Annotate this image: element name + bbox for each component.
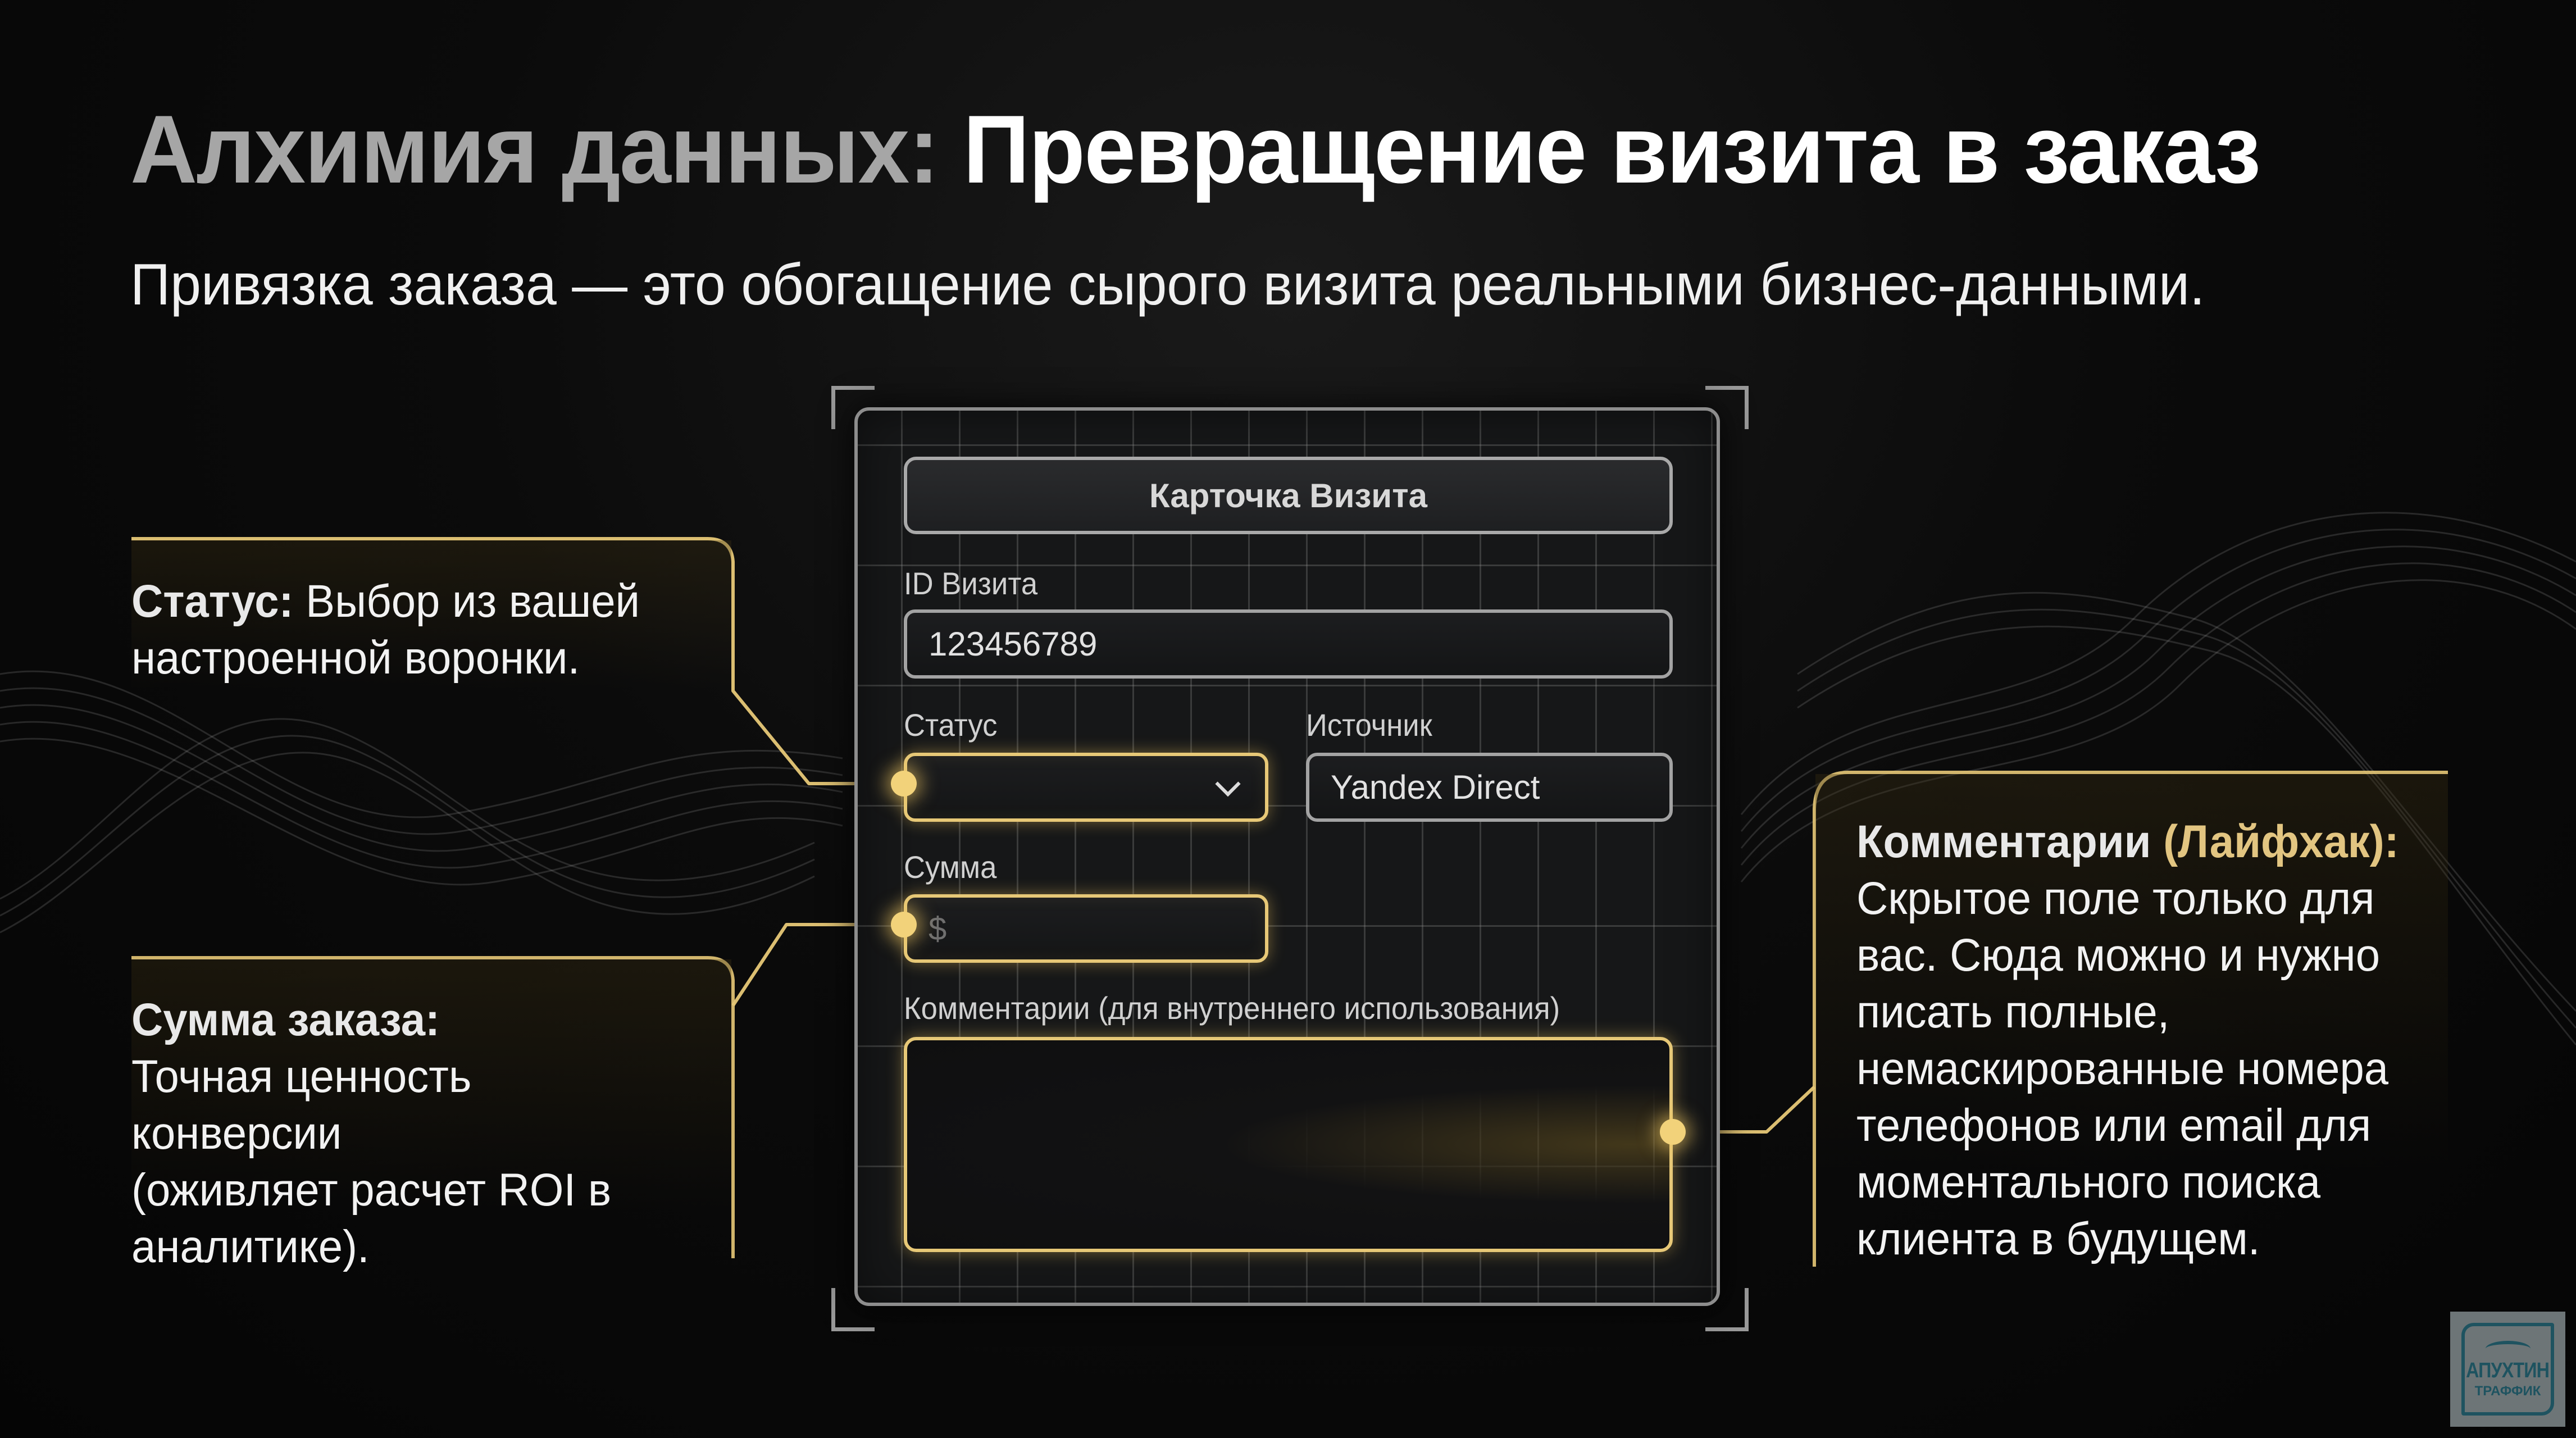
- comments-textarea[interactable]: [904, 1037, 1673, 1252]
- visit-card: Карточка Визита ID Визита 123456789 Стат…: [854, 407, 1720, 1306]
- status-label: Статус: [904, 707, 998, 743]
- comments-label: Комментарии (для внутреннего использован…: [904, 990, 1560, 1026]
- comments-callout-line: Скрытое поле только для: [1856, 873, 2375, 924]
- amount-callout-line: конверсии: [131, 1108, 342, 1159]
- comments-callout-accent: (Лайфхак):: [2163, 816, 2399, 867]
- comments-callout-line: немаскированные номера: [1856, 1043, 2389, 1094]
- status-connector-dot: [891, 771, 917, 797]
- status-callout-heading: Статус:: [131, 576, 294, 627]
- source-value: Yandex Direct: [1331, 768, 1540, 806]
- status-select[interactable]: [904, 753, 1268, 822]
- amount-callout-line: аналитике).: [131, 1221, 370, 1272]
- source-input[interactable]: Yandex Direct: [1306, 753, 1673, 822]
- amount-callout: Сумма заказа: Точная ценность конверсии …: [131, 991, 611, 1275]
- status-callout: Статус: Выбор из вашей настроенной ворон…: [131, 573, 640, 686]
- amount-callout-frame: [131, 959, 731, 1274]
- amount-callout-heading: Сумма заказа:: [131, 994, 440, 1045]
- amount-callout-line: (оживляет расчет ROI в: [131, 1164, 612, 1216]
- corner-bracket-bottom-right: [1705, 1288, 1749, 1331]
- visit-card-title: Карточка Визита: [904, 457, 1673, 534]
- dollar-icon: $: [929, 910, 947, 947]
- comments-callout: Комментарии (Лайфхак): Скрытое поле толь…: [1856, 813, 2399, 1267]
- comments-callout-frame: [1815, 774, 2448, 1268]
- corner-bracket-bottom-left: [831, 1288, 875, 1331]
- corner-bracket-top-right: [1705, 386, 1749, 429]
- comments-connector-dot: [1660, 1119, 1686, 1145]
- visit-id-input[interactable]: 123456789: [904, 609, 1673, 679]
- status-callout-line1: Выбор из вашей: [306, 576, 640, 627]
- logo-arc-icon: [2485, 1340, 2531, 1357]
- title-part-1: Алхимия данных:: [130, 95, 939, 203]
- logo-line2: ТРАФФИК: [2474, 1383, 2541, 1399]
- visit-id-value: 123456789: [929, 625, 1098, 663]
- comments-callout-line: моментального поиска: [1856, 1157, 2321, 1208]
- comments-callout-heading: Комментарии: [1856, 816, 2151, 867]
- corner-bracket-top-left: [831, 386, 875, 429]
- brand-logo: АПУХТИН ТРАФФИК: [2450, 1312, 2565, 1427]
- amount-connector-dot: [891, 912, 917, 938]
- comments-callout-line: клиента в будущем.: [1856, 1213, 2260, 1264]
- title-part-2: Превращение визита в заказ: [963, 95, 2261, 203]
- amount-input[interactable]: $: [904, 894, 1268, 963]
- logo-line1: АПУХТИН: [2466, 1358, 2550, 1382]
- comments-callout-line: телефонов или email для: [1856, 1100, 2372, 1151]
- chevron-down-icon[interactable]: [1215, 771, 1241, 797]
- visit-id-label: ID Визита: [904, 566, 1038, 601]
- page-subtitle: Привязка заказа — это обогащение сырого …: [130, 252, 2205, 317]
- source-label: Источник: [1306, 707, 1432, 743]
- comments-callout-line: писать полные,: [1856, 986, 2170, 1037]
- comments-callout-line: вас. Сюда можно и нужно: [1856, 930, 2381, 981]
- status-callout-frame: [131, 540, 731, 726]
- status-callout-line2: настроенной воронки.: [131, 632, 580, 684]
- amount-callout-line: Точная ценность: [131, 1051, 472, 1102]
- amount-label: Сумма: [904, 849, 997, 885]
- page-title: Алхимия данных: Превращение визита в зак…: [130, 101, 2261, 198]
